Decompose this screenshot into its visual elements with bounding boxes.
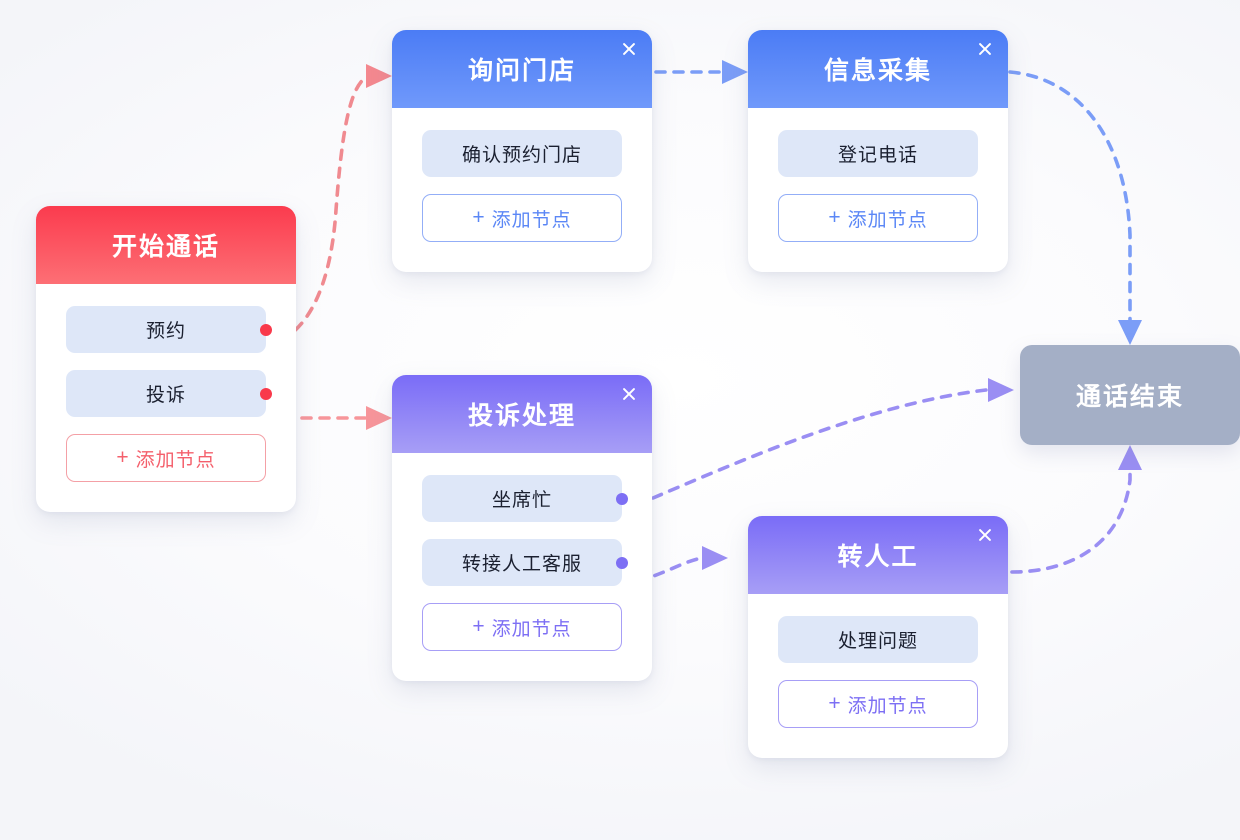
close-icon-collect[interactable]	[974, 38, 996, 60]
node-title-end: 通话结束	[1075, 383, 1184, 411]
node-body-human: 处理问题 + 添加节点	[748, 594, 1008, 758]
node-body-start: 预约 投诉 + 添加节点	[36, 284, 296, 512]
node-title-inquiry: 询问门店	[467, 56, 576, 85]
output-port-complaint[interactable]	[260, 387, 272, 400]
plus-icon: +	[472, 205, 486, 229]
node-title-start: 开始通话	[111, 232, 220, 261]
plus-icon: +	[828, 691, 842, 715]
output-port-appointment[interactable]	[260, 323, 272, 336]
add-node-label-start: 添加节点	[135, 449, 216, 471]
output-port-transfer-agent[interactable]	[616, 556, 628, 569]
edge-collect-to-end	[1008, 70, 1142, 345]
chip-complaint[interactable]: 投诉	[66, 370, 272, 417]
chip-confirm-store[interactable]: 确认预约门店	[422, 130, 622, 177]
add-node-button-inquiry[interactable]: + 添加节点	[422, 194, 622, 242]
plus-icon: +	[472, 614, 486, 638]
chip-appointment-label: 预约	[145, 321, 186, 342]
node-header-complaint: 投诉处理	[392, 375, 652, 453]
node-body-collect: 登记电话 + 添加节点	[748, 108, 1008, 272]
add-node-button-start[interactable]: + 添加节点	[66, 434, 266, 482]
chip-agent-busy-label: 坐席忙	[491, 490, 552, 511]
node-card-inquiry[interactable]: 询问门店 确认预约门店 + 添加节点	[392, 30, 652, 272]
plus-icon: +	[828, 205, 842, 229]
node-header-inquiry: 询问门店	[392, 30, 652, 108]
plus-icon: +	[116, 445, 130, 469]
output-port-agent-busy[interactable]	[616, 492, 628, 505]
node-header-start: 开始通话	[36, 206, 296, 284]
node-header-human: 转人工	[748, 516, 1008, 594]
node-header-collect: 信息采集	[748, 30, 1008, 108]
add-node-label-inquiry: 添加节点	[491, 209, 572, 231]
close-icon-inquiry[interactable]	[618, 38, 640, 60]
node-title-complaint: 投诉处理	[467, 401, 576, 430]
chip-register-phone[interactable]: 登记电话	[778, 130, 978, 177]
add-node-button-human[interactable]: + 添加节点	[778, 680, 978, 728]
chip-handle-issue[interactable]: 处理问题	[778, 616, 978, 663]
node-card-start[interactable]: 开始通话 预约 投诉 + 添加节点	[36, 206, 296, 512]
chip-complaint-label: 投诉	[145, 385, 186, 406]
node-card-end[interactable]: 通话结束	[1020, 345, 1240, 445]
node-body-complaint: 坐席忙 转接人工客服 + 添加节点	[392, 453, 652, 681]
node-card-human[interactable]: 转人工 处理问题 + 添加节点	[748, 516, 1008, 758]
node-body-inquiry: 确认预约门店 + 添加节点	[392, 108, 652, 272]
add-node-label-collect: 添加节点	[847, 209, 928, 231]
chip-confirm-store-label: 确认预约门店	[461, 145, 582, 166]
chip-transfer-agent-label: 转接人工客服	[461, 554, 582, 575]
edge-human-to-end	[1010, 445, 1142, 574]
chip-handle-issue-label: 处理问题	[837, 631, 918, 652]
chip-agent-busy[interactable]: 坐席忙	[422, 475, 628, 522]
close-icon-human[interactable]	[974, 524, 996, 546]
add-node-label-human: 添加节点	[847, 695, 928, 717]
chip-transfer-agent[interactable]: 转接人工客服	[422, 539, 628, 586]
add-node-label-complaint: 添加节点	[491, 618, 572, 640]
edge-complaint-busy-to-end	[618, 378, 1014, 514]
close-icon-complaint[interactable]	[618, 383, 640, 405]
add-node-button-collect[interactable]: + 添加节点	[778, 194, 978, 242]
node-card-complaint[interactable]: 投诉处理 坐席忙 转接人工客服 + 添加节点	[392, 375, 652, 681]
add-node-button-complaint[interactable]: + 添加节点	[422, 603, 622, 651]
node-title-collect: 信息采集	[823, 56, 932, 85]
chip-appointment[interactable]: 预约	[66, 306, 272, 353]
edge-inquiry-to-collect	[654, 60, 748, 84]
node-title-human: 转人工	[837, 542, 919, 571]
node-card-collect[interactable]: 信息采集 登记电话 + 添加节点	[748, 30, 1008, 272]
chip-register-phone-label: 登记电话	[837, 145, 918, 166]
